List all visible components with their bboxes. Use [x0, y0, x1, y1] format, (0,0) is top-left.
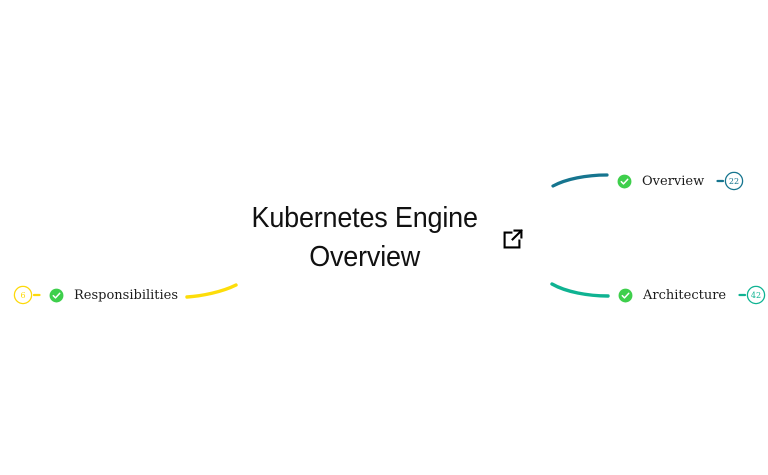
edge-overview [551, 173, 609, 188]
branch-label-responsibilities: Responsibilities [74, 287, 179, 303]
branch-label-architecture: Architecture [643, 287, 727, 303]
branch-node-architecture[interactable]: Architecture 42 [618, 284, 768, 306]
check-circle-icon [618, 288, 633, 302]
count-badge-overview-value: 22 [729, 177, 739, 186]
root-node[interactable]: Kubernetes Engine Overview [232, 196, 536, 280]
count-badge-responsibilities-value: 6 [20, 291, 25, 300]
page-title: Kubernetes Engine Overview [251, 201, 479, 273]
check-circle-icon [617, 174, 632, 188]
edge-responsibilities [185, 283, 238, 299]
branch-label-overview: Overview [642, 173, 705, 189]
branch-node-responsibilities[interactable]: 6 Responsibilities [7, 284, 178, 306]
count-badge-responsibilities[interactable]: 6 [7, 284, 41, 306]
external-link-icon[interactable] [501, 227, 525, 251]
check-circle-icon [49, 288, 64, 302]
branch-node-overview[interactable]: Overview 22 [617, 170, 750, 192]
count-badge-architecture-value: 42 [751, 291, 761, 300]
count-badge-overview[interactable]: 22 [716, 170, 750, 192]
edge-architecture [550, 282, 610, 298]
count-badge-architecture[interactable]: 42 [738, 284, 768, 306]
